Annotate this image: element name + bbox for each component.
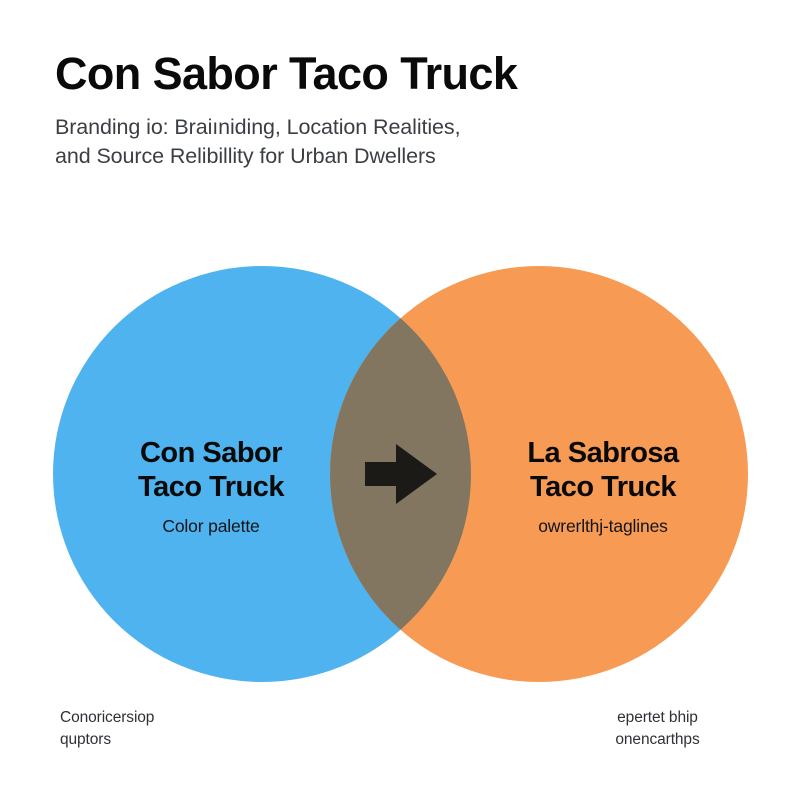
venn-left-subtext: Color palette (162, 515, 260, 536)
page-subtitle: Branding io: Braiıniding, Location Reali… (55, 113, 695, 171)
header-block: Con Sabor Taco Truck Branding io: Braiın… (55, 48, 755, 171)
venn-right-heading-line-2: Taco Truck (530, 470, 676, 503)
venn-right-heading: La Sabrosa Taco Truck (462, 437, 744, 505)
caption-bottom-left: Conoricersiop quptors (60, 707, 290, 751)
venn-right-label-group: La Sabrosa Taco Truck owrerlthj-taglines (462, 437, 744, 537)
venn-right-subtext: owrerlthj-taglines (538, 515, 668, 536)
venn-right-heading-line-1: La Sabrosa (527, 437, 679, 469)
venn-left-heading-line-1: Con Sabor (139, 437, 283, 469)
page-title: Con Sabor Taco Truck (55, 48, 518, 99)
arrow-right-icon (365, 444, 437, 504)
venn-left-heading-line-2: Taco Truck (138, 470, 284, 503)
caption-bottom-left-line-1: Conoricersiop (60, 709, 155, 726)
venn-left-heading: Con Sabor Taco Truck (70, 437, 352, 505)
page-subtitle-line-1: Branding io: Braiıniding, Location Reali… (55, 114, 461, 139)
caption-bottom-left-line-2: quptors (60, 731, 111, 748)
caption-bottom-right: epertet bhip onencarthps (560, 707, 755, 751)
caption-bottom-right-line-2: onencarthps (615, 731, 700, 748)
caption-bottom-right-line-1: epertet bhip (617, 709, 698, 726)
page-subtitle-line-2: and Source Relibillity for Urban Dweller… (55, 143, 436, 168)
venn-left-label-group: Con Sabor Taco Truck Color palette (70, 437, 352, 537)
